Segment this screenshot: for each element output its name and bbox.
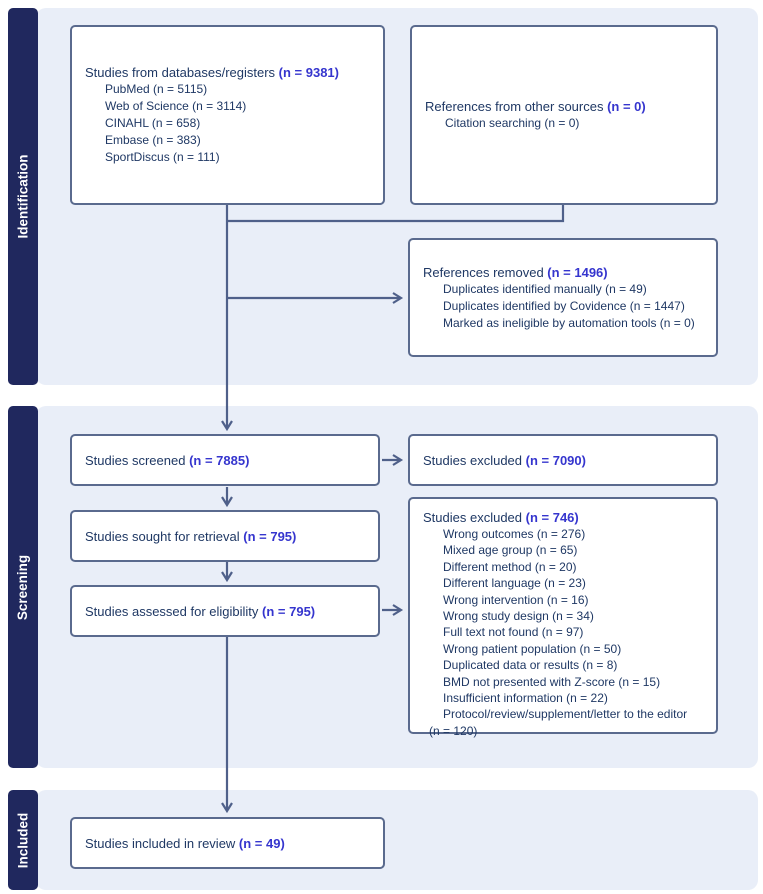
box-studies-included: Studies included in review (n = 49) xyxy=(70,817,385,869)
exclusion-overflow-count: (n = 120) xyxy=(429,723,478,738)
box-studies-from-databases: Studies from databases/registers (n = 93… xyxy=(70,25,385,205)
list-item: Insufficient information (n = 22) xyxy=(443,691,608,706)
box-n-value: (n = 795) xyxy=(243,528,297,544)
box-label: Studies assessed for eligibility xyxy=(85,603,263,619)
box-studies-screened: Studies screened (n = 7885) xyxy=(70,434,380,486)
list-item: Citation searching (n = 0) xyxy=(445,116,580,130)
sidebar-identification: Identification xyxy=(8,8,38,385)
box-label: Studies from databases/registers xyxy=(85,65,279,80)
list-item: Embase (n = 383) xyxy=(105,133,201,147)
list-item: Wrong study design (n = 34) xyxy=(443,609,594,624)
list-item: Wrong patient population (n = 50) xyxy=(443,641,622,656)
box-title: References removed (n = 1496) xyxy=(423,264,706,281)
box-studies-excluded-screening: Studies excluded (n = 7090) xyxy=(408,434,718,486)
box-studies-excluded-eligibility: Studies excluded (n = 746) Wrong outcome… xyxy=(408,497,718,738)
database-sub-list: PubMed (n = 5115) Web of Science (n = 311… xyxy=(85,81,373,166)
box-references-other-sources: References from other sources (n = 0) Ci… xyxy=(410,25,718,205)
box-label: Studies included in review xyxy=(85,835,239,851)
list-item: Duplicates identified manually (n = 49) xyxy=(443,281,647,296)
box-references-removed: References removed (n = 1496) Duplicates… xyxy=(408,238,718,357)
box-label: References from other sources xyxy=(425,99,608,114)
box-label: Studies screened xyxy=(85,452,190,468)
box-n-value: (n = 795) xyxy=(262,603,316,619)
list-item: Wrong outcomes (n = 276) xyxy=(443,527,586,541)
list-item: Full text not found (n = 97) xyxy=(443,625,584,640)
box-title: References from other sources (n = 0) xyxy=(425,98,706,115)
box-label: Studies excluded xyxy=(423,510,526,525)
removed-sub-list: Duplicates identified manually (n = 49) D… xyxy=(423,281,706,332)
exclusion-reason-list: Wrong outcomes (n = 276) Mixed age group … xyxy=(423,526,706,723)
sidebar-screening-label: Screening xyxy=(15,554,31,620)
box-n-value: (n = 49) xyxy=(238,835,285,851)
box-label: References removed xyxy=(423,264,548,280)
list-item: SportDiscus (n = 111) xyxy=(105,150,220,164)
list-item: Different method (n = 20) xyxy=(443,559,577,574)
box-n-value: (n = 746) xyxy=(525,510,579,525)
box-title: Studies screened (n = 7885) xyxy=(85,452,368,469)
list-item: Duplicates identified by Covidence (n = … xyxy=(443,298,685,313)
box-n-value: (n = 0) xyxy=(607,99,646,114)
list-item: BMD not presented with Z-score (n = 15) xyxy=(443,674,661,689)
box-studies-sought: Studies sought for retrieval (n = 795) xyxy=(70,510,380,562)
box-label: Studies excluded xyxy=(423,452,526,468)
list-item: PubMed (n = 5115) xyxy=(105,82,208,96)
box-title: Studies excluded (n = 746) xyxy=(423,509,706,526)
sidebar-included-label: Included xyxy=(15,812,31,868)
box-n-value: (n = 1496) xyxy=(547,264,608,280)
box-title: Studies included in review (n = 49) xyxy=(85,835,373,852)
list-item: Marked as ineligible by automation tools… xyxy=(443,315,695,330)
sidebar-screening: Screening xyxy=(8,406,38,768)
box-n-value: (n = 7885) xyxy=(189,452,250,468)
list-item: Mixed age group (n = 65) xyxy=(443,543,578,558)
list-item: Duplicated data or results (n = 8) xyxy=(443,658,618,673)
list-item: Different language (n = 23) xyxy=(443,576,586,591)
list-item: Web of Science (n = 3114) xyxy=(105,99,247,113)
box-n-value: (n = 9381) xyxy=(278,65,339,80)
sidebar-included: Included xyxy=(8,790,38,890)
list-item: Protocol/review/supplement/letter to the… xyxy=(443,707,688,722)
box-title: Studies assessed for eligibility (n = 79… xyxy=(85,603,368,620)
box-label: Studies sought for retrieval xyxy=(85,528,244,544)
arrow-othersources-join xyxy=(227,205,565,223)
list-item: Wrong intervention (n = 16) xyxy=(443,592,589,607)
box-title: Studies sought for retrieval (n = 795) xyxy=(85,528,368,545)
box-title: Studies from databases/registers (n = 93… xyxy=(85,64,373,81)
other-sources-sub-list: Citation searching (n = 0) xyxy=(425,115,706,132)
sidebar-identification-label: Identification xyxy=(15,154,31,239)
box-n-value: (n = 7090) xyxy=(525,452,586,468)
box-studies-assessed: Studies assessed for eligibility (n = 79… xyxy=(70,585,380,637)
box-title: Studies excluded (n = 7090) xyxy=(423,452,706,469)
list-item: CINAHL (n = 658) xyxy=(105,116,201,130)
